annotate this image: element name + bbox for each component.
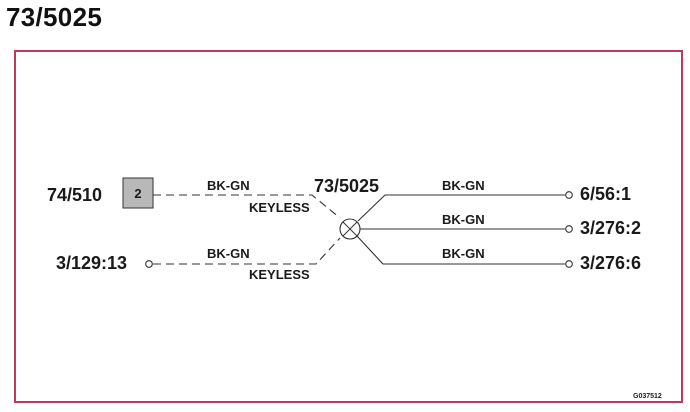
wire-left-2	[153, 237, 341, 265]
wire-label-right-3: BK-GN	[442, 246, 485, 261]
wire-note-left-1: KEYLESS	[249, 200, 310, 215]
terminal-label-right-1: 6/56:1	[580, 184, 631, 204]
connector-pin: 2	[134, 186, 141, 201]
terminal-right-3	[565, 260, 573, 268]
figure-code: G037512	[633, 393, 662, 400]
terminal-label-right-2: 3/276:2	[580, 218, 641, 238]
wire-label-right-2: BK-GN	[442, 212, 485, 227]
wire-label-left-1: BK-GN	[207, 178, 250, 193]
wire-note-left-2: KEYLESS	[249, 267, 310, 282]
wire-right-3	[356, 235, 565, 265]
wire-label-left-2: BK-GN	[207, 246, 250, 261]
terminal-right-2	[565, 225, 573, 233]
connector-label: 74/510	[47, 185, 102, 205]
page-title: 73/5025	[6, 2, 103, 32]
terminal-label-left-2: 3/129:13	[56, 253, 127, 273]
wire-left-1	[153, 194, 341, 219]
splice-label: 73/5025	[314, 176, 379, 196]
splice-cross-b	[342, 221, 358, 237]
diagram-frame	[14, 50, 683, 403]
terminal-left-2	[145, 260, 153, 268]
wire-label-right-1: BK-GN	[442, 178, 485, 193]
terminal-right-1	[565, 191, 573, 199]
wire-right-1	[357, 194, 565, 222]
connector-box	[122, 177, 154, 209]
terminal-label-right-3: 3/276:6	[580, 253, 641, 273]
